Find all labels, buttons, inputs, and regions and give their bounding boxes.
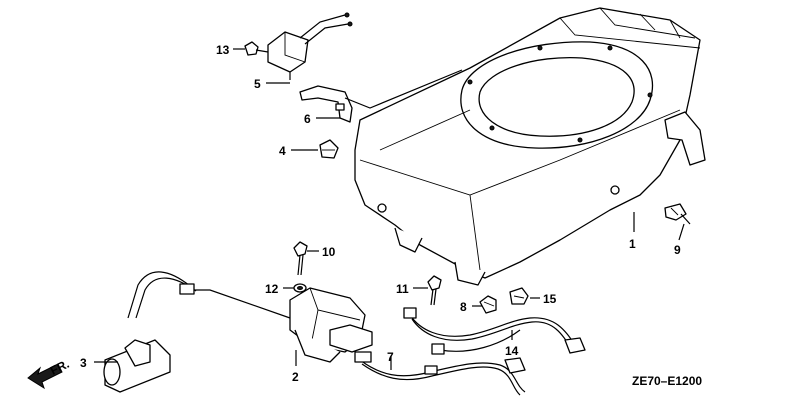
diagram-code: ZE70–E1200 [632, 374, 702, 388]
wire-clamp [479, 295, 497, 314]
flange-bolt-9 [664, 203, 691, 225]
condenser [267, 12, 353, 80]
callout-4: 4 [279, 144, 286, 158]
fan-cover [354, 7, 706, 286]
clip-15 [509, 287, 529, 305]
callout-9: 9 [674, 243, 681, 257]
callout-15: 15 [543, 292, 557, 306]
callout-13: 13 [216, 43, 230, 57]
callout-3: 3 [80, 356, 87, 370]
callout-10: 10 [322, 245, 336, 259]
spark-plug-cap [103, 339, 171, 393]
callout-12: 12 [265, 282, 279, 296]
callout-8: 8 [460, 300, 467, 314]
bolt-13 [244, 41, 269, 56]
leader-lines [94, 48, 685, 370]
washer-12 [293, 283, 307, 293]
flange-bolt-11 [427, 275, 442, 306]
callout-1: 1 [629, 237, 636, 251]
stay-bracket [299, 85, 353, 123]
callout-11: 11 [396, 282, 409, 296]
wire-harness-7 [354, 351, 526, 396]
callout-5: 5 [254, 77, 261, 91]
callout-2: 2 [292, 370, 299, 384]
ignition-coil [127, 271, 373, 363]
callouts: 1 2 3 4 5 6 7 8 9 10 12 11 13 14 15 [80, 43, 681, 384]
front-direction-arrow [27, 363, 63, 390]
callout-6: 6 [304, 112, 311, 126]
wire-harness-14 [403, 307, 586, 355]
grommet [319, 139, 339, 159]
direction-label: FR. [48, 357, 72, 378]
callout-14: 14 [505, 344, 519, 358]
flange-bolt-10 [293, 241, 308, 276]
callout-7: 7 [387, 350, 394, 364]
